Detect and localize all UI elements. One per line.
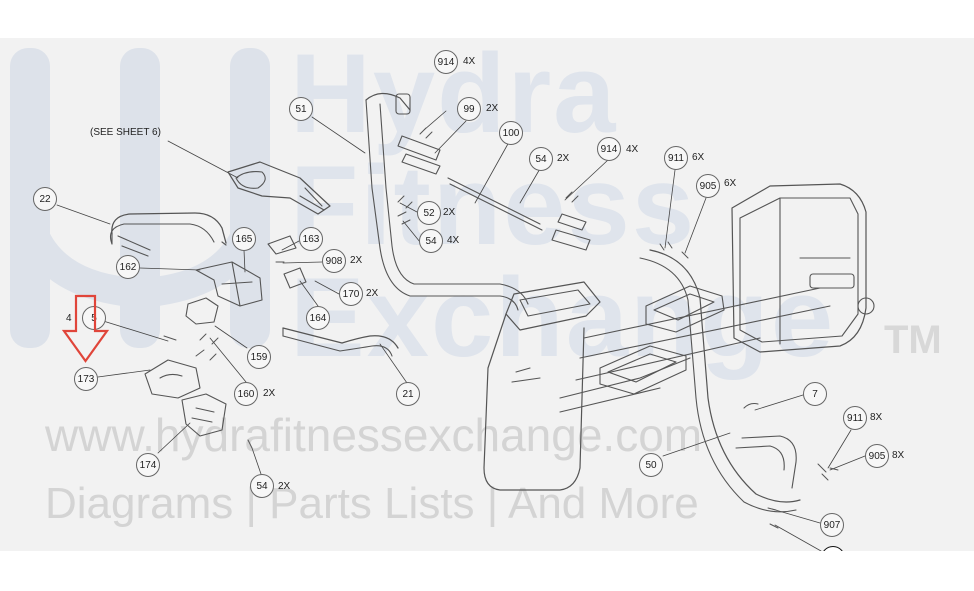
callout-170: 170 bbox=[339, 282, 363, 306]
callout-907: 907 bbox=[820, 513, 844, 537]
diagram-canvas: Hydra Fitness Exchange TM www.hydrafitne… bbox=[0, 38, 974, 551]
callout-51: 51 bbox=[289, 97, 313, 121]
callout-173: 173 bbox=[74, 367, 98, 391]
qty-914: 4X bbox=[626, 144, 639, 155]
qty-54: 2X bbox=[278, 481, 291, 492]
watermark-tagline: Diagrams | Parts Lists | And More bbox=[45, 479, 699, 528]
callout-54: 54 bbox=[529, 147, 553, 171]
qty-52: 2X bbox=[443, 207, 456, 218]
callout-5: 5 bbox=[82, 306, 106, 330]
callout-54: 54 bbox=[419, 229, 443, 253]
callout-163: 163 bbox=[299, 227, 323, 251]
qty-911: 6X bbox=[692, 152, 705, 163]
qty-54: 4X bbox=[447, 235, 460, 246]
parts-drawing bbox=[56, 92, 875, 551]
callout-159: 159 bbox=[247, 345, 271, 369]
see-sheet-note: (SEE SHEET 6) bbox=[90, 127, 161, 138]
watermark-logo bbox=[10, 48, 270, 348]
callout-160: 160 bbox=[234, 382, 258, 406]
callout-7: 7 bbox=[803, 382, 827, 406]
callout-21: 21 bbox=[396, 382, 420, 406]
callout-174: 174 bbox=[136, 453, 160, 477]
callout-164: 164 bbox=[306, 306, 330, 330]
callout-100: 100 bbox=[499, 121, 523, 145]
watermark-trademark: TM bbox=[884, 318, 942, 362]
callout-911: 911 bbox=[664, 146, 688, 170]
callout-911: 911 bbox=[843, 406, 867, 430]
callout-914: 914 bbox=[597, 137, 621, 161]
qty-908: 2X bbox=[350, 255, 363, 266]
callout-50: 50 bbox=[639, 453, 663, 477]
callout-914: 914 bbox=[434, 50, 458, 74]
watermark-url: www.hydrafitnessexchange.com bbox=[45, 409, 703, 461]
qty-914: 4X bbox=[463, 56, 476, 67]
qty-905: 8X bbox=[892, 450, 905, 461]
callout-54: 54 bbox=[250, 474, 274, 498]
callout-905: 905 bbox=[865, 444, 889, 468]
qty-911: 8X bbox=[870, 412, 883, 423]
qty-170: 2X bbox=[366, 288, 379, 299]
leader-lines bbox=[56, 110, 866, 551]
callout-22: 22 bbox=[33, 187, 57, 211]
callout-165: 165 bbox=[232, 227, 256, 251]
qty-99: 2X bbox=[486, 103, 499, 114]
callout-162: 162 bbox=[116, 255, 140, 279]
qty-905: 6X bbox=[724, 178, 737, 189]
qty-160: 2X bbox=[263, 388, 276, 399]
qty-54: 2X bbox=[557, 153, 570, 164]
callout-52: 52 bbox=[417, 201, 441, 225]
partial-label: 4 bbox=[66, 313, 72, 324]
callout-905: 905 bbox=[696, 174, 720, 198]
callout-908: 908 bbox=[322, 249, 346, 273]
watermark-line-3: Exchange bbox=[290, 255, 836, 380]
callout-99: 99 bbox=[457, 97, 481, 121]
